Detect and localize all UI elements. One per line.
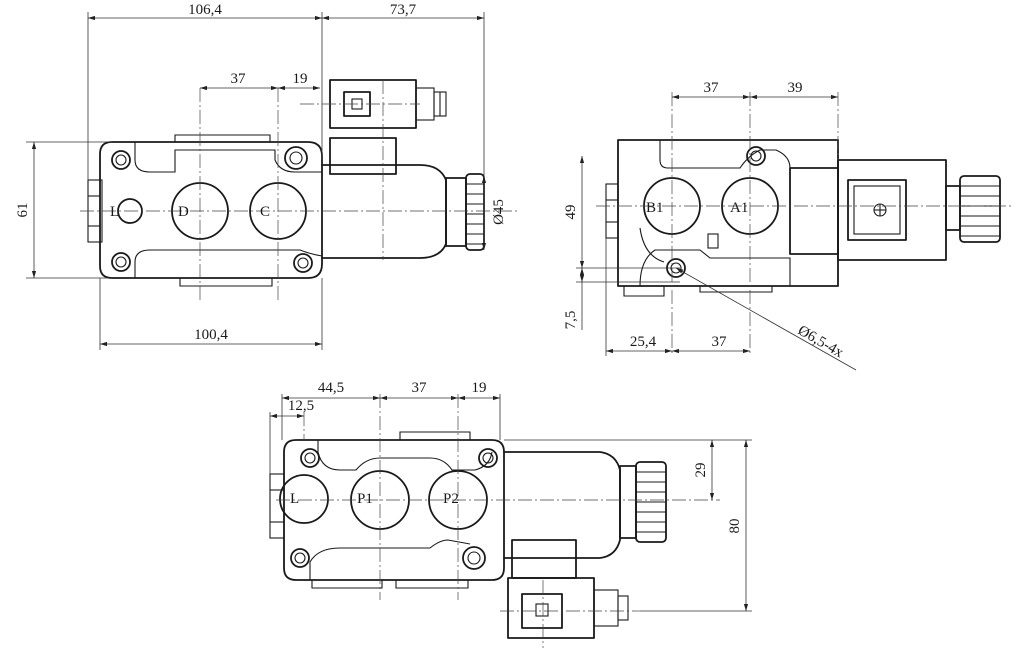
dim-side-port-spacing: 37 [704, 80, 720, 96]
top-valve-body [87, 134, 323, 287]
port-label-b1: B1 [646, 200, 664, 216]
top-solenoid-coil [321, 79, 485, 259]
dim-coil-extension: 73,7 [390, 2, 417, 18]
side-view: 37 39 49 7,5 25,4 37 Ø6,5-4x B1 A1 [563, 80, 1012, 371]
port-label-d: D [178, 204, 189, 220]
dim-hole-x: 25,4 [630, 334, 657, 350]
dim-p1-offset: 44,5 [318, 380, 344, 396]
dim-body-length: 100,4 [194, 327, 228, 343]
dim-port-spacing: 37 [231, 71, 247, 87]
dim-l-offset: 12,5 [288, 398, 314, 414]
dim-overall-width: 106,4 [188, 2, 222, 18]
side-solenoid-coil [789, 159, 1001, 261]
top-view: 106,4 73,7 37 19 61 Ø45 100,4 L D C [15, 2, 520, 350]
dim-bottom-coil-offset: 19 [472, 380, 487, 396]
dim-coil-diameter: Ø45 [491, 199, 507, 225]
bottom-valve-body [269, 431, 505, 589]
dim-mount-holes: Ø6,5-4x [795, 323, 846, 362]
dim-coil-axis: 29 [693, 463, 709, 478]
port-label-l: L [110, 204, 119, 220]
bottom-solenoid-coil [503, 451, 667, 639]
port-label-a1: A1 [730, 200, 748, 216]
dim-bottom-port-spacing: 37 [412, 380, 428, 396]
port-label-c: C [260, 204, 270, 220]
port-label-l-bottom: L [290, 491, 299, 507]
port-label-p1: P1 [357, 491, 373, 507]
dim-side-coil-offset: 39 [788, 80, 803, 96]
dim-coil-offset: 19 [293, 71, 308, 87]
port-label-p2: P2 [443, 491, 459, 507]
dim-hole-spacing: 37 [712, 334, 728, 350]
dim-hole-offset: 7,5 [563, 311, 579, 330]
side-valve-body [605, 139, 839, 297]
dim-height: 61 [15, 203, 31, 218]
dim-overall-height: 80 [727, 519, 743, 534]
dim-side-port-height: 49 [563, 205, 579, 220]
bottom-view: 44,5 37 19 12,5 29 80 L P1 P2 [269, 380, 752, 648]
